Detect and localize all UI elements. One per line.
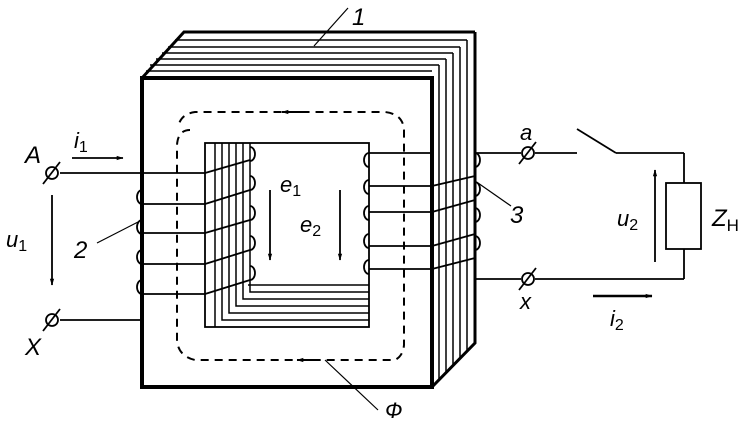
i1-label: i1 (74, 128, 88, 156)
i2-label: i2 (610, 306, 624, 334)
e2-sub: 2 (312, 223, 321, 240)
load-base: Z (711, 205, 728, 232)
e1-base: e (280, 172, 292, 197)
terminal-X-label: X (24, 334, 42, 361)
i2-base: i (610, 306, 616, 331)
terminal-A-label: A (23, 142, 41, 169)
labels: 1 2 3 A X a x i1 u1 e1 e2 u2 ZН i2 Ф (6, 4, 739, 422)
switch[interactable] (576, 128, 617, 154)
u1-label: u1 (6, 227, 27, 255)
i1-sub: 1 (79, 139, 88, 156)
load-impedance (665, 182, 702, 250)
callout-core: 1 (352, 4, 365, 31)
load-sub: Н (727, 216, 739, 235)
core-top-laminations (140, 30, 475, 80)
u1-sub: 1 (18, 238, 27, 255)
terminal-x-label: x (519, 289, 532, 314)
window-laminations (214, 143, 369, 327)
core-right-laminations (430, 32, 477, 389)
leader-lines (96, 7, 512, 411)
load-label: ZН (711, 205, 739, 235)
transformer-core (140, 30, 477, 389)
leader-primary (96, 221, 139, 244)
core-window (204, 142, 370, 328)
callout-secondary: 3 (510, 202, 524, 229)
leader-flux (324, 359, 379, 411)
leader-secondary (477, 182, 512, 207)
leader-core (313, 7, 349, 47)
terminal-a-label: a (520, 120, 532, 145)
e2-label: e2 (300, 212, 321, 240)
terminal-A-symbol (42, 161, 61, 185)
primary-winding (136, 146, 256, 295)
secondary-circuit (475, 128, 702, 291)
magnetic-flux-path (176, 109, 405, 363)
e2-base: e (300, 212, 312, 237)
u1-base: u (6, 227, 18, 252)
e1-label: e1 (280, 172, 301, 200)
e1-sub: 1 (292, 183, 301, 200)
terminal-a-symbol (518, 141, 537, 165)
i2-sub: 2 (615, 317, 624, 334)
callout-primary: 2 (73, 237, 87, 264)
primary-circuit (42, 161, 142, 332)
terminal-x-symbol (518, 267, 537, 291)
i1-base: i (74, 128, 80, 153)
terminal-X-symbol (42, 308, 61, 332)
u2-label: u2 (617, 206, 638, 234)
u2-sub: 2 (629, 217, 638, 234)
secondary-winding (363, 152, 481, 275)
flux-label: Ф (385, 398, 403, 422)
arrows (49, 155, 658, 299)
u2-base: u (617, 206, 629, 231)
